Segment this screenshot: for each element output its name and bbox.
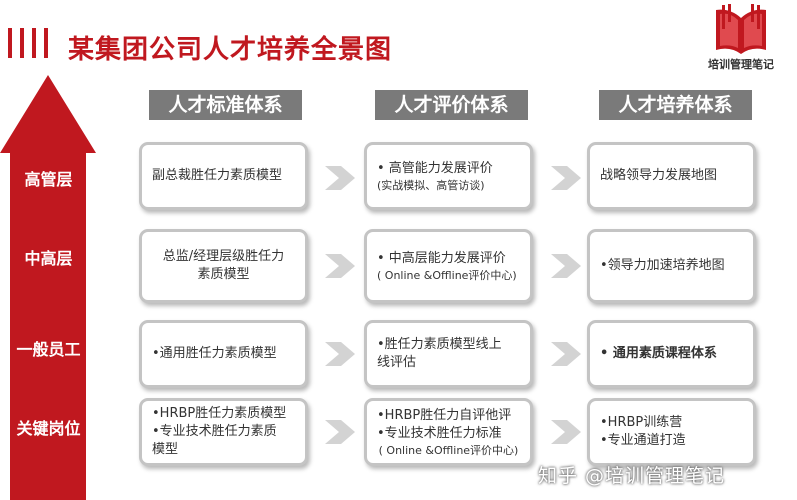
chevron-right-icon xyxy=(551,166,581,190)
box-line: •专业技术胜任力素质 xyxy=(152,424,277,439)
box-line: •HRBP胜任力素质模型 xyxy=(152,406,287,421)
box-development-key-positions: •HRBP训练营 •专业通道打造 xyxy=(587,398,756,466)
box-line: 模型 xyxy=(152,442,179,457)
watermark: 知乎 @培训管理笔记 xyxy=(538,465,726,487)
box-evaluation-key-positions: •HRBP胜任力自评他评 •专业技术胜任力标准 ( Online &Offlin… xyxy=(364,398,533,466)
box-standard-senior-middle: 总监/经理层级胜任力 素质模型 xyxy=(139,229,308,303)
box-development-senior-middle: •领导力加速培养地图 xyxy=(587,229,756,303)
box-line: •HRBP训练营 xyxy=(600,415,683,430)
box-line: •通用胜任力素质模型 xyxy=(152,346,277,361)
box-standard-general-staff: •通用胜任力素质模型 xyxy=(139,320,308,388)
level-arrow xyxy=(0,75,96,500)
box-line: 副总裁胜任力素质模型 xyxy=(152,168,283,183)
box-standard-executive: 副总裁胜任力素质模型 xyxy=(139,142,308,210)
box-development-executive: 战略领导力发展地图 xyxy=(587,142,756,210)
chevron-right-icon xyxy=(551,342,581,366)
box-line: • 通用素质课程体系 xyxy=(600,346,717,361)
box-line: •胜任力素质模型线上 xyxy=(377,337,502,352)
box-standard-key-positions: •HRBP胜任力素质模型 •专业技术胜任力素质 模型 xyxy=(139,398,308,466)
logo-text: 培训管理笔记 xyxy=(708,58,774,71)
page-title: 某集团公司人才培养全景图 xyxy=(68,35,393,65)
box-line: •专业通道打造 xyxy=(600,433,686,448)
box-line: •HRBP胜任力自评他评 xyxy=(377,407,512,423)
chevron-right-icon xyxy=(325,166,355,190)
chevron-right-icon xyxy=(325,420,355,444)
box-line: 战略领导力发展地图 xyxy=(600,168,718,183)
box-line: •专业技术胜任力标准 xyxy=(377,425,502,441)
box-line: (实战模拟、高管访谈) xyxy=(377,178,485,192)
column-header-development: 人才培养体系 xyxy=(599,90,752,120)
box-line: ( Online &Offline评价中心) xyxy=(378,443,519,457)
box-evaluation-senior-middle: • 中高层能力发展评价 ( Online &Offline评价中心) xyxy=(364,229,533,303)
chevron-right-icon xyxy=(551,420,581,444)
box-line: ( Online &Offline评价中心) xyxy=(377,268,517,282)
chevron-right-icon xyxy=(325,254,355,278)
box-evaluation-executive: • 高管能力发展评价 (实战模拟、高管访谈) xyxy=(364,142,533,210)
column-header-evaluation: 人才评价体系 xyxy=(375,90,528,120)
column-header-standard: 人才标准体系 xyxy=(149,90,302,120)
level-label-executive: 高管层 xyxy=(24,170,73,189)
level-label-general-staff: 一般员工 xyxy=(16,340,81,359)
box-line: 线评估 xyxy=(377,355,417,370)
chevron-right-icon xyxy=(325,342,355,366)
level-label-senior-middle: 中高层 xyxy=(24,249,73,268)
box-line: • 高管能力发展评价 xyxy=(377,160,493,176)
box-evaluation-general-staff: •胜任力素质模型线上 线评估 xyxy=(364,320,533,388)
box-line: 素质模型 xyxy=(197,267,250,282)
logo: 培训管理笔记 xyxy=(700,4,782,74)
book-icon xyxy=(716,4,766,54)
box-line: • 中高层能力发展评价 xyxy=(377,250,506,266)
level-label-key-positions: 关键岗位 xyxy=(16,419,81,438)
box-development-general-staff: • 通用素质课程体系 xyxy=(587,320,756,388)
box-line: •领导力加速培养地图 xyxy=(600,258,725,273)
box-line: 总监/经理层级胜任力 xyxy=(162,249,285,264)
chevron-right-icon xyxy=(551,254,581,278)
